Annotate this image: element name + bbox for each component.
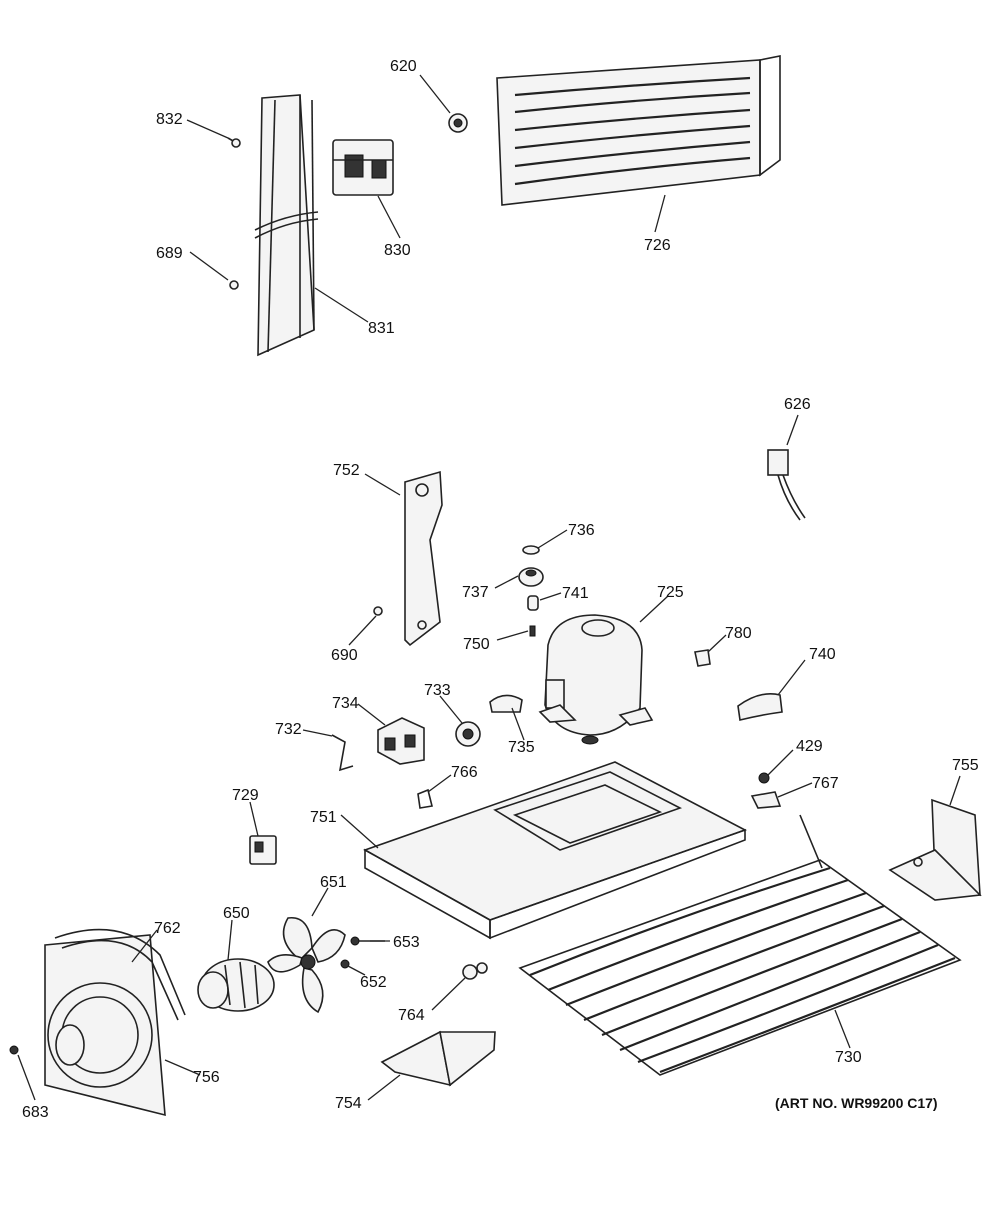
part-740-clamp: [737, 693, 783, 721]
part-652-washer: [340, 959, 350, 969]
part-733-overload: [455, 721, 481, 747]
part-751-base-pan: [363, 761, 747, 940]
leader-lines: [17, 74, 961, 1101]
label-762: 762: [154, 920, 181, 937]
part-750-stud: [529, 625, 536, 637]
label-755: 755: [952, 757, 979, 774]
label-729: 729: [232, 787, 259, 804]
label-740: 740: [809, 646, 836, 663]
part-762-gasket: [54, 928, 186, 1021]
label-650: 650: [223, 905, 250, 922]
label-756: 756: [193, 1069, 220, 1086]
part-737-grommet: [518, 567, 544, 587]
part-752-bracket: [404, 470, 443, 647]
label-764: 764: [398, 1007, 425, 1024]
part-726-condenser: [496, 55, 781, 206]
label-735: 735: [508, 739, 535, 756]
part-689-screw: [229, 280, 239, 290]
label-754: 754: [335, 1095, 362, 1112]
label-620: 620: [390, 58, 417, 75]
label-653: 653: [393, 934, 420, 951]
label-766: 766: [451, 764, 478, 781]
part-764-clip: [462, 962, 488, 980]
part-651-fan-blade: [267, 917, 346, 1014]
label-750: 750: [463, 636, 490, 653]
part-754-tray: [380, 1030, 496, 1087]
part-756-fan-shroud: [44, 934, 166, 1117]
part-830-timer: [332, 139, 394, 196]
label-832: 832: [156, 111, 183, 128]
part-650-fan-motor: [197, 958, 275, 1012]
part-626-harness: [767, 449, 806, 521]
label-730: 730: [835, 1049, 862, 1066]
label-751: 751: [310, 809, 337, 826]
label-689: 689: [156, 245, 183, 262]
part-735-cover: [489, 694, 523, 713]
part-620-plug: [448, 113, 468, 133]
part-780-clip: [694, 649, 711, 667]
label-732: 732: [275, 721, 302, 738]
label-429: 429: [796, 738, 823, 755]
label-780: 780: [725, 625, 752, 642]
label-831: 831: [368, 320, 395, 337]
label-726: 726: [644, 237, 671, 254]
part-832-screw: [227, 137, 241, 148]
part-732-clip: [331, 734, 354, 772]
label-690: 690: [331, 647, 358, 664]
part-766-clip: [417, 788, 433, 809]
part-labels: 832 620 830 726 689 831 626 752 736 737 …: [22, 58, 979, 1121]
label-737: 737: [462, 584, 489, 601]
part-831-channel: [254, 94, 319, 357]
part-730-coil: [518, 814, 962, 1076]
part-741-sleeve: [527, 595, 539, 611]
part-734-relay: [377, 717, 425, 765]
label-736: 736: [568, 522, 595, 539]
label-652: 652: [360, 974, 387, 991]
part-683-screw: [9, 1045, 19, 1055]
part-767-bracket: [750, 791, 782, 809]
label-651: 651: [320, 874, 347, 891]
part-725-compressor: [538, 614, 654, 745]
art-number: (ART NO. WR99200 C17): [775, 1095, 938, 1111]
label-683: 683: [22, 1104, 49, 1121]
label-830: 830: [384, 242, 411, 259]
part-429-screw: [758, 772, 770, 784]
label-741: 741: [562, 585, 589, 602]
label-752: 752: [333, 462, 360, 479]
label-767: 767: [812, 775, 839, 792]
part-736-washer: [522, 545, 540, 555]
part-690-screw: [373, 606, 383, 616]
part-755-bracket: [888, 798, 982, 901]
label-725: 725: [657, 584, 684, 601]
label-734: 734: [332, 695, 359, 712]
part-729-capacitor: [249, 835, 277, 865]
label-733: 733: [424, 682, 451, 699]
label-626: 626: [784, 396, 811, 413]
